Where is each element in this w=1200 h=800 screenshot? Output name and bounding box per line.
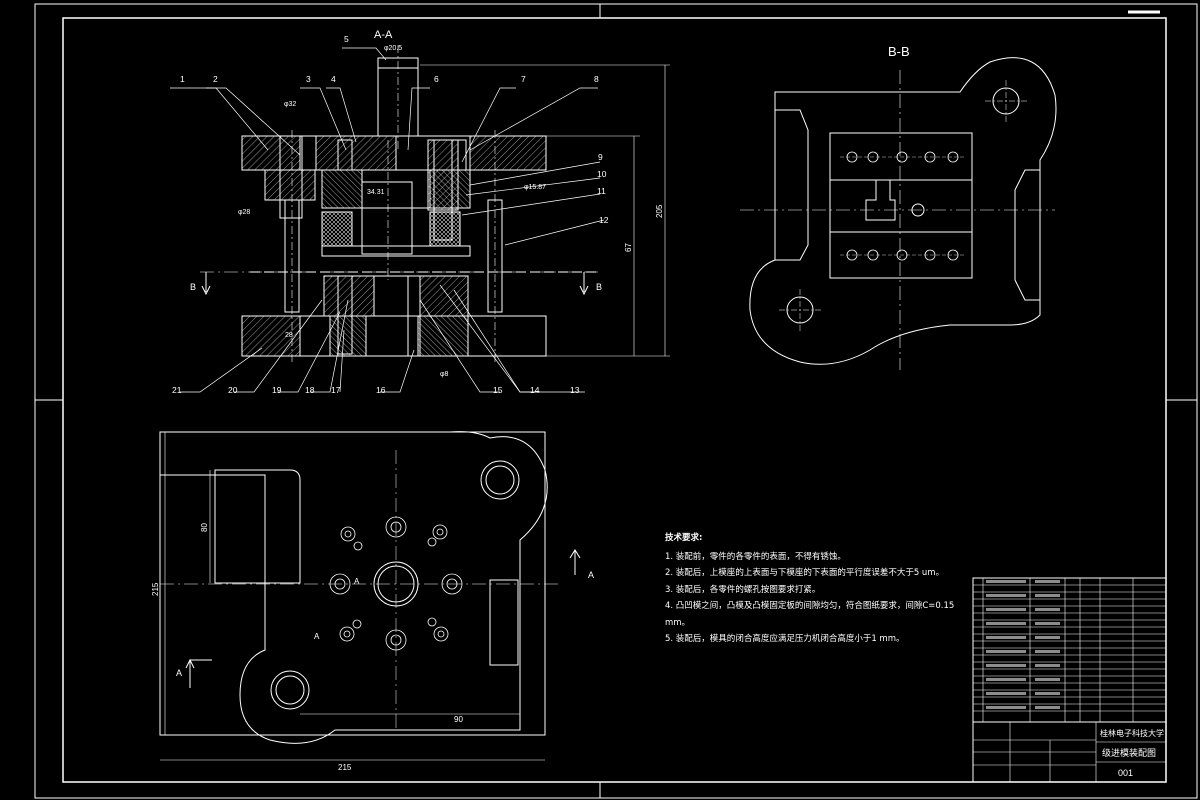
balloon-3: 3 [306,74,311,84]
balloon-17: 17 [331,385,341,395]
balloon-10: 10 [597,169,607,179]
drawing-name: 级进模装配图 [1102,747,1156,758]
tech-note-5: 5. 装配后，模具的闭合高度应满足压力机闭合高度小于1 mm。 [665,634,905,644]
sheet-border [34,3,1198,799]
stripper-outline [749,57,1057,365]
dim-34: 34.31 [367,189,385,196]
lower-plate-outline [159,431,548,744]
tech-note-3: 3. 装配后，各零件的螺孔按图要求打紧。 [665,584,821,595]
technical-requirements: 技术要求: 1. 装配前，零件的各零件的表面，不得有锈蚀。 2. 装配后，上模座… [665,530,965,648]
balloon-14: 14 [530,385,540,395]
cut-label-a-3: A [354,577,360,586]
dim-phi-small: φ15.87 [524,184,546,191]
balloon-20: 20 [228,385,238,395]
cut-label-a-1: A [176,668,182,678]
guide-bush-top [480,460,520,500]
dim-phi-8: φ8 [440,371,449,378]
dim-plan-90: 90 [454,715,463,724]
dim-phi-top: φ20.5 [384,45,402,52]
balloon-13: 13 [570,385,580,395]
b-b-holes [840,151,965,261]
dim-height-67: 67 [624,243,633,252]
dim-phi-guide: φ32 [284,101,296,108]
balloon-11: 11 [597,186,606,196]
bom-table [972,577,1167,783]
bom-fill [986,580,1060,709]
balloon-21: 21 [172,385,182,395]
cut-label-b-right: B [596,282,602,292]
balloon-18: 18 [305,385,315,395]
dim-height-205: 205 [655,204,664,218]
dim-plan-215h: 215 [338,763,352,772]
balloon-leaders [170,47,605,393]
balloon-4: 4 [331,74,336,84]
balloon-19: 19 [272,385,282,395]
plan-holes [329,516,463,651]
dim-28b: 28 [285,332,293,339]
section-b-b-title: B-B [888,44,910,59]
cut-label-a-4: A [314,632,320,641]
section-a-a-title: A-A [374,29,393,41]
guide-bushing [264,169,316,201]
balloon-5: 5 [344,34,349,44]
socket-screw [337,139,353,171]
balloon-labels: 1 2 3 4 5 6 7 8 9 10 11 12 13 14 15 16 1… [172,34,609,395]
drawing-number: 001 [1118,768,1133,778]
cut-label-a-2: A [588,570,594,580]
balloon-7: 7 [521,74,526,84]
dim-plan-215v: 215 [151,582,160,596]
rubber-block [321,211,353,247]
balloon-2: 2 [213,74,218,84]
balloon-6: 6 [434,74,439,84]
balloon-16: 16 [376,385,386,395]
tech-notes-title: 技术要求: [665,533,703,543]
balloon-15: 15 [493,385,503,395]
balloon-8: 8 [594,74,599,84]
tech-note-2: 2. 装配后，上模座的上表面与下模座的下表面的平行度误差不大于5 um。 [665,568,945,578]
dim-phi-28: φ28 [238,209,250,216]
balloon-12: 12 [599,215,609,225]
plan-view [159,431,581,761]
section-a-a-view [200,45,670,362]
school-name: 桂林电子科技大学 [1100,728,1164,738]
guide-bush-bottom [270,670,310,710]
section-b-b-view [740,57,1057,370]
tech-note-4: 4. 凸凹模之间，凸模及凸模固定板的间隙均匀，符合图纸要求，间隙C=0.15 m… [665,601,955,628]
cut-label-b-left: B [190,282,196,292]
die-block-outline [829,132,973,279]
die-outline [159,431,546,736]
balloon-1: 1 [180,74,185,84]
balloon-9: 9 [598,152,603,162]
tech-note-1: 1. 装配前，零件的各零件的表面，不得有锈蚀。 [665,551,846,562]
dim-plan-80: 80 [200,523,209,532]
